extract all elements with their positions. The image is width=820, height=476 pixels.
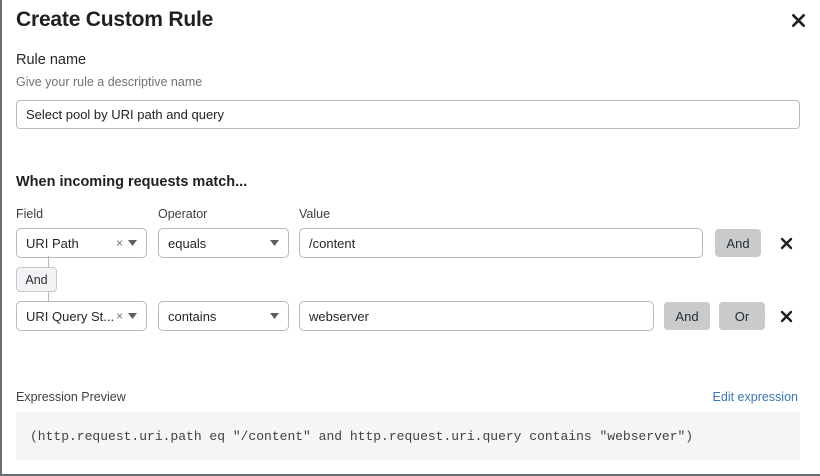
chevron-down-icon[interactable] [270, 313, 288, 319]
chevron-down-icon[interactable] [128, 240, 146, 246]
rule-name-hint: Give your rule a descriptive name [16, 75, 203, 89]
rule-name-label: Rule name [16, 52, 87, 68]
delete-condition-2-icon[interactable] [774, 301, 798, 331]
expression-preview-text: (http.request.uri.path eq "/content" and… [30, 428, 694, 444]
or-button-2[interactable]: Or [719, 302, 765, 330]
condition-row: URI Path × equals And [2, 228, 820, 260]
field-select-2[interactable]: URI Query St... × [16, 301, 147, 331]
close-icon[interactable] [784, 6, 812, 34]
value-input-1[interactable] [299, 228, 703, 258]
and-button-2[interactable]: And [664, 302, 710, 330]
clear-icon[interactable]: × [115, 236, 123, 250]
column-header-field: Field [16, 207, 44, 221]
clear-icon[interactable]: × [115, 309, 123, 323]
field-select-1[interactable]: URI Path × [16, 228, 147, 258]
field-select-1-value: URI Path [26, 235, 79, 251]
column-header-operator: Operator [158, 207, 208, 221]
delete-condition-1-icon[interactable] [774, 228, 798, 258]
value-input-2[interactable] [299, 301, 654, 331]
conditions-section-title: When incoming requests match... [16, 174, 248, 190]
operator-select-1-value: equals [168, 235, 207, 251]
and-button-1[interactable]: And [715, 229, 761, 257]
page-title: Create Custom Rule [16, 8, 214, 31]
operator-select-2-value: contains [168, 308, 217, 324]
condition-row: URI Query St... × contains And Or [2, 301, 820, 333]
column-header-value: Value [299, 207, 331, 221]
operator-select-1[interactable]: equals [158, 228, 289, 258]
condition-connector: And [2, 256, 162, 304]
expression-preview-box: (http.request.uri.path eq "/content" and… [16, 412, 800, 460]
field-select-2-value: URI Query St... [26, 308, 114, 324]
edit-expression-link[interactable]: Edit expression [712, 390, 798, 404]
chevron-down-icon[interactable] [270, 240, 288, 246]
rule-name-input[interactable] [16, 100, 800, 129]
expression-preview-label: Expression Preview [16, 390, 126, 404]
chevron-down-icon[interactable] [128, 313, 146, 319]
operator-select-2[interactable]: contains [158, 301, 289, 331]
connector-and-chip[interactable]: And [16, 267, 57, 292]
